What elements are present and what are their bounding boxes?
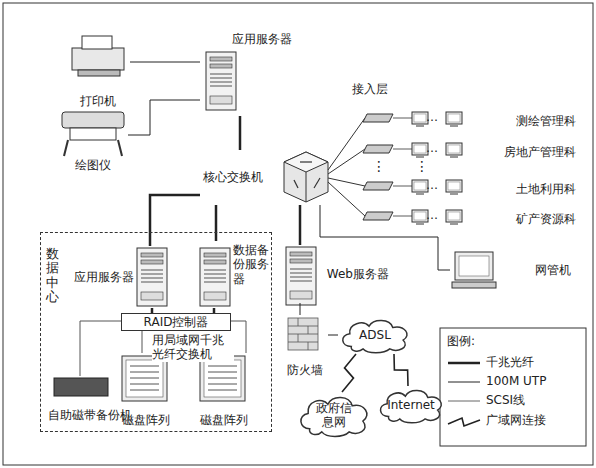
network-link: [150, 195, 200, 246]
node-label: 磁盘阵列: [122, 413, 170, 427]
legend-title: 图例:: [447, 334, 475, 348]
layer-label: 接入层: [352, 82, 388, 96]
backup-server-node: 数据备份服务器: [199, 241, 271, 308]
node-label: 数据中心: [46, 247, 59, 304]
ellipsis-vertical: ⋮: [372, 158, 386, 175]
network-link: [394, 354, 408, 386]
legend-text: 广域网连接: [486, 413, 546, 427]
node-label: 绘图仪: [75, 158, 111, 172]
ellipsis-vertical: ⋮: [415, 158, 429, 175]
core-switch-node: 核心交换机: [200, 150, 328, 205]
network-link: [142, 331, 143, 353]
server-node: 应用服务器: [71, 246, 169, 308]
disk-array-node: 磁盘阵列: [115, 353, 177, 427]
network-link: [80, 321, 121, 376]
ellipsis: …: [426, 110, 438, 124]
ellipsis: …: [426, 208, 438, 222]
node-label: 防火墙: [287, 363, 323, 377]
disk-array-node: 磁盘阵列: [193, 353, 255, 427]
node-label: 测绘管理科: [516, 114, 576, 128]
tape-backup-node: 自助磁带备份机: [47, 376, 133, 422]
node-label: 打印机: [80, 94, 116, 108]
node-label: 政府信息网: [313, 401, 355, 430]
network-link: [300, 205, 301, 245]
node-label: 自助磁带备份机: [48, 408, 132, 422]
ellipsis: …: [426, 178, 438, 192]
node-label: 矿产资源科: [516, 212, 576, 226]
node-label: RAID控制器: [144, 315, 209, 329]
node-label: 房地产管理科: [504, 145, 576, 159]
cloud-network: Internet: [376, 386, 446, 424]
server-node: 应用服务器: [200, 32, 292, 116]
data-center-region: 数据中心应用服务器数据备份服务器RAID控制器自助磁带备份机磁盘阵列磁盘阵列: [40, 232, 272, 432]
raid-controller-box: RAID控制器: [121, 313, 231, 331]
node-label: 核心交换机: [203, 170, 263, 184]
legend-text: 100M UTP: [486, 374, 546, 388]
web-server-node: Web服务器: [283, 245, 393, 303]
network-link: [130, 62, 200, 63]
network-link: [300, 303, 301, 315]
network-link: [216, 205, 217, 241]
printer-node: 打印机: [65, 32, 130, 108]
node-label: 数据备份服务器: [233, 243, 270, 286]
network-link: [328, 335, 338, 336]
network-link: [240, 116, 241, 150]
node-label: 网管机: [535, 263, 571, 277]
network-link: [128, 100, 200, 135]
node-label: 土地利用科: [516, 182, 576, 196]
node-label: Web服务器: [327, 267, 389, 281]
cloud-network: ADSL: [338, 316, 412, 354]
switch-note: 用局域网千兆光纤交换机: [152, 333, 234, 362]
node-label: ADSL: [359, 328, 391, 342]
ellipsis: …: [426, 141, 438, 155]
network-link: [320, 205, 450, 270]
node-label: 应用服务器: [232, 32, 292, 46]
cloud-network: 政府信息网: [296, 392, 372, 438]
node-label: Internet: [387, 398, 435, 412]
node-label: 应用服务器: [74, 270, 134, 284]
node-label: 磁盘阵列: [200, 413, 248, 427]
legend-text: SCSI线: [486, 393, 525, 407]
legend-text: 千兆光纤: [486, 355, 534, 369]
network-link: [342, 354, 356, 392]
firewall-node: 防火墙: [282, 315, 328, 377]
plotter-node: 绘图仪: [58, 108, 128, 172]
management-pc-node: 网管机: [450, 248, 575, 292]
